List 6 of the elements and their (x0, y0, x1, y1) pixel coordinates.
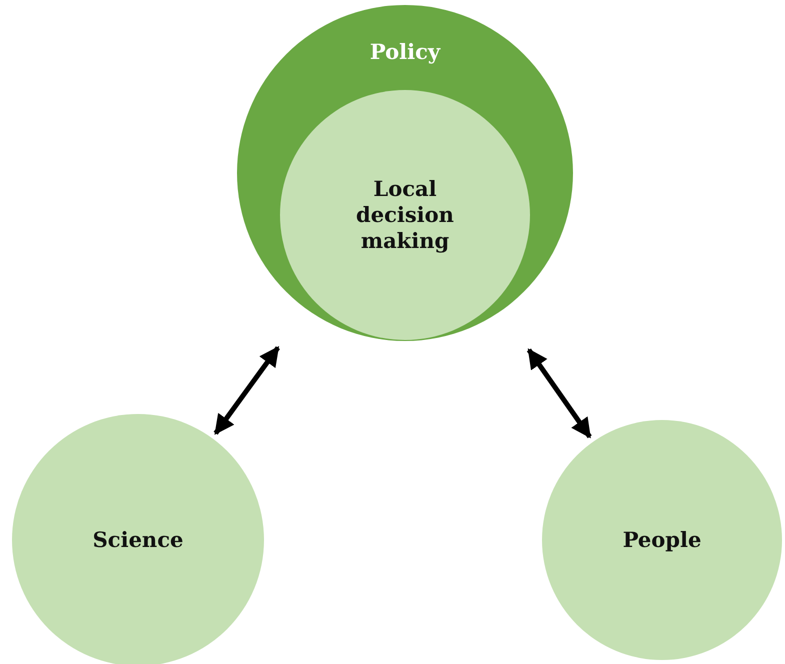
node-label: Science (92, 526, 184, 554)
node-label: Local decision making (355, 176, 455, 254)
double-arrow (526, 348, 592, 438)
node-label: Policy (368, 38, 442, 65)
node-label: People (622, 526, 702, 554)
double-arrow (214, 346, 280, 435)
